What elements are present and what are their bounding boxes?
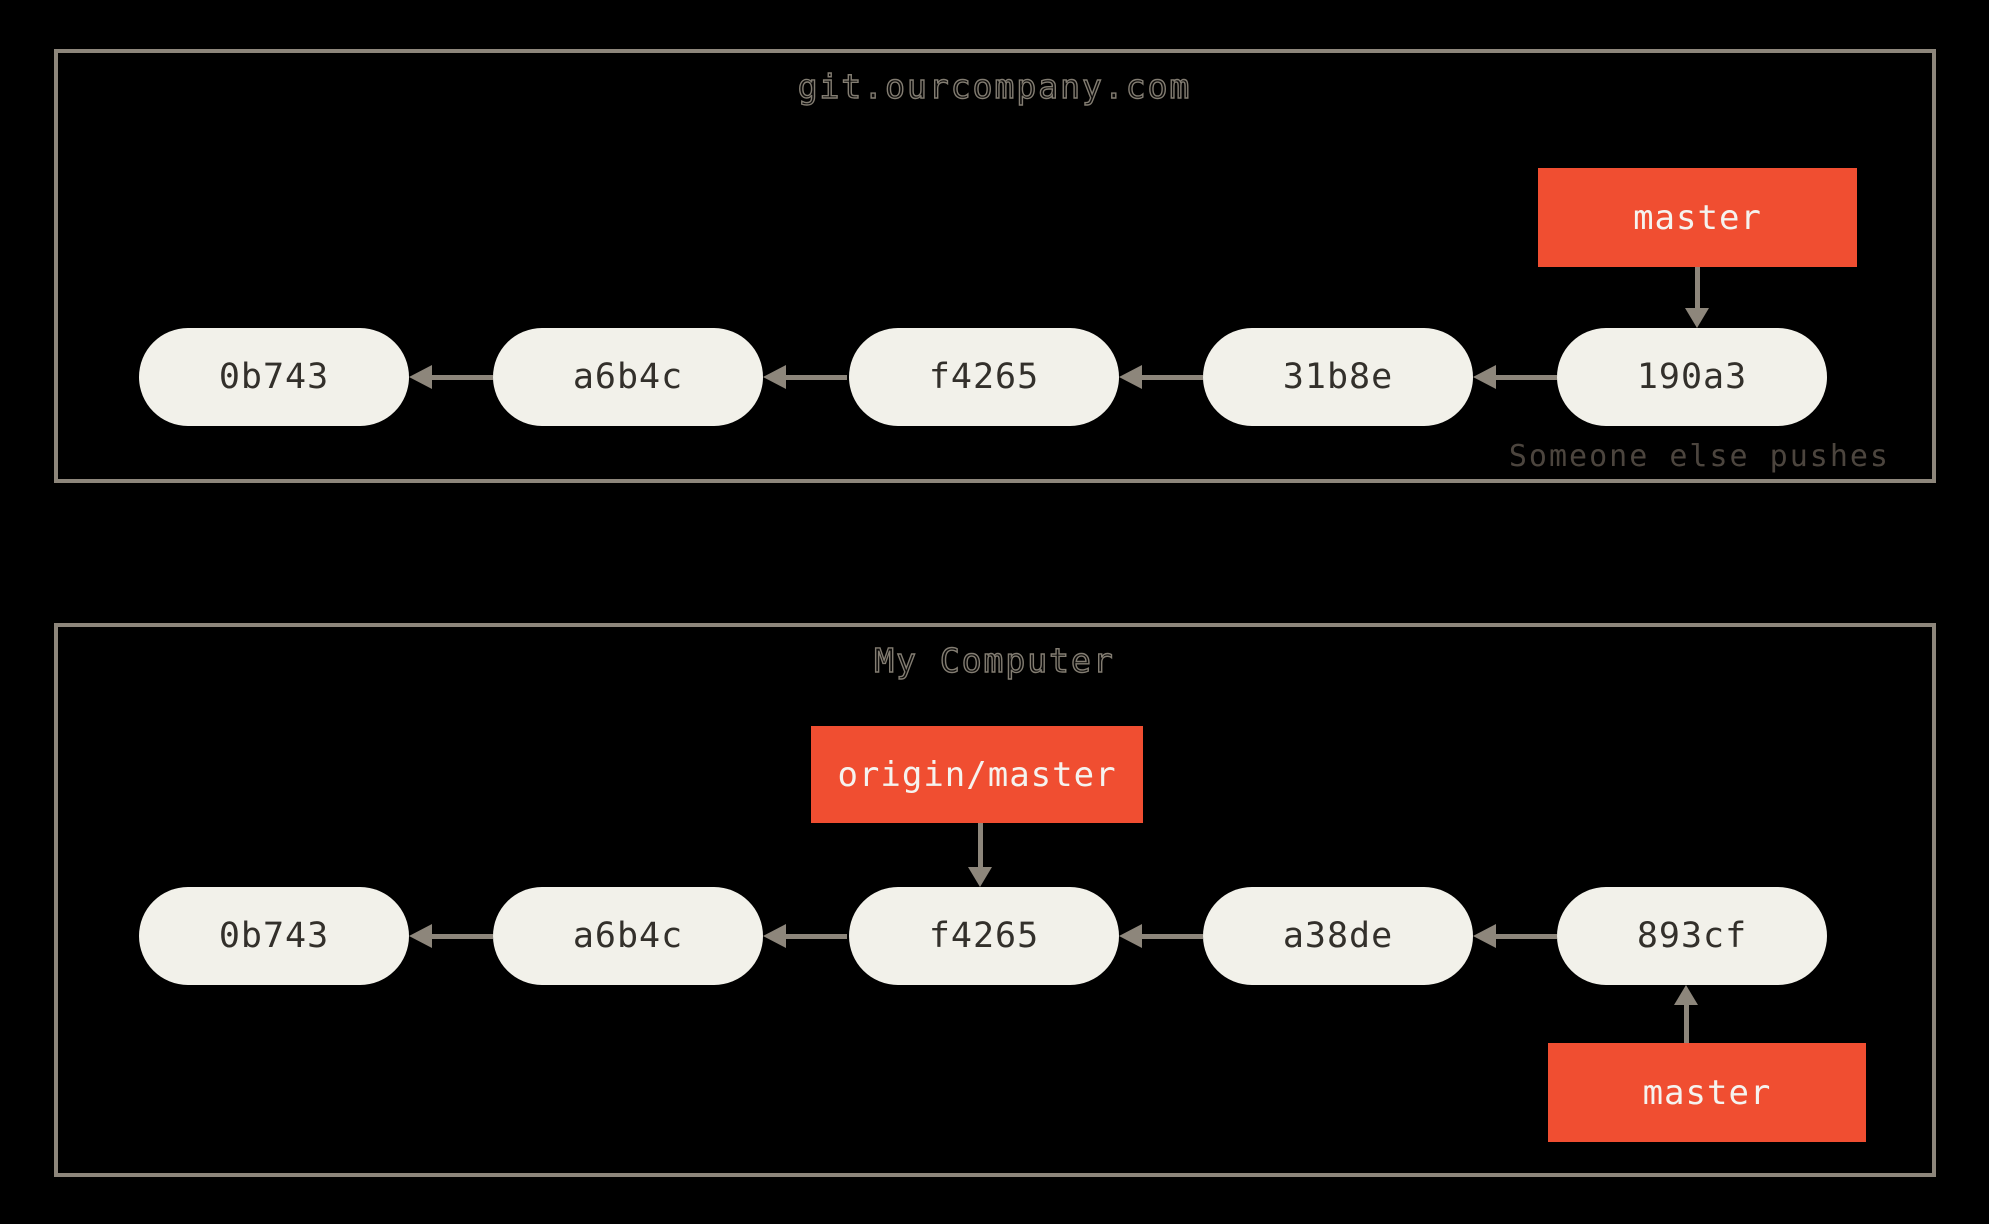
commit-node: a6b4c: [493, 328, 763, 426]
arrow-down-icon: [1685, 267, 1709, 328]
commit-node: f4265: [849, 887, 1119, 985]
branch-label-text: master: [1633, 197, 1762, 238]
commit-node: 893cf: [1557, 887, 1827, 985]
commit-id: 893cf: [1636, 916, 1748, 956]
arrow-down-icon: [968, 823, 992, 887]
commit-id: f4265: [928, 916, 1040, 956]
arrow-left-icon: [763, 924, 847, 948]
branch-label-text: master: [1642, 1072, 1772, 1113]
arrow-left-icon: [409, 924, 493, 948]
commit-id: 190a3: [1636, 357, 1748, 397]
commit-id: a6b4c: [572, 357, 684, 397]
arrow-left-icon: [1119, 365, 1203, 389]
commit-node: a6b4c: [493, 887, 763, 985]
commit-node: a38de: [1203, 887, 1473, 985]
arrow-left-icon: [1473, 365, 1557, 389]
arrow-left-icon: [1473, 924, 1557, 948]
server-annotation: Someone else pushes: [1508, 439, 1890, 474]
local-repo-title: My Computer: [874, 641, 1115, 680]
commit-id: f4265: [928, 357, 1040, 397]
local-master-branch-label: master: [1548, 1043, 1866, 1142]
branch-label-text: origin/master: [837, 754, 1117, 795]
local-origin-master-branch-label: origin/master: [811, 726, 1143, 823]
commit-id: 0b743: [218, 357, 330, 397]
local-repo-box: [54, 623, 1936, 1177]
commit-node: 31b8e: [1203, 328, 1473, 426]
commit-id: 0b743: [218, 916, 330, 956]
commit-node: 0b743: [139, 887, 409, 985]
server-repo-box: [54, 49, 1936, 483]
commit-id: a6b4c: [572, 916, 684, 956]
commit-node: 190a3: [1557, 328, 1827, 426]
commit-node: f4265: [849, 328, 1119, 426]
server-repo-title: git.ourcompany.com: [797, 67, 1192, 106]
arrow-left-icon: [1119, 924, 1203, 948]
commit-id: 31b8e: [1282, 357, 1394, 397]
arrow-left-icon: [763, 365, 847, 389]
arrow-left-icon: [409, 365, 493, 389]
commit-id: a38de: [1282, 916, 1394, 956]
commit-node: 0b743: [139, 328, 409, 426]
server-master-branch-label: master: [1538, 168, 1857, 267]
arrow-up-icon: [1674, 985, 1698, 1043]
